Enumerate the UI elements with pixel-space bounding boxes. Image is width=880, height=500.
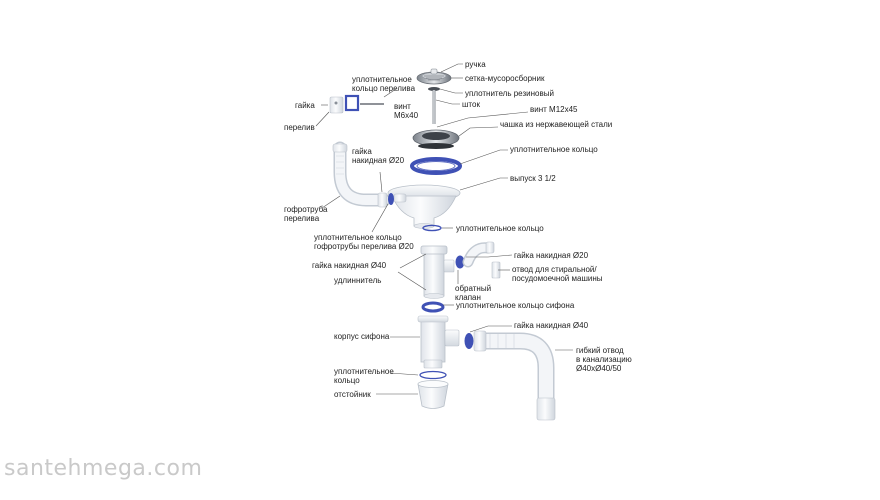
check-valve-part <box>455 255 465 269</box>
overflow-corrugated-pipe-part <box>332 141 391 208</box>
label-siphon-ring: уплотнительное кольцо сифона <box>456 301 575 310</box>
label-steel-cup: чашка из нержавеющей стали <box>500 120 612 129</box>
overflow-nut-part <box>388 193 394 205</box>
flexible-drain-part <box>473 330 556 421</box>
label-bottom-ring-2: кольцо <box>334 376 360 385</box>
label-extender: удлиннитель <box>334 276 381 285</box>
label-nut40-left: гайка накидная Ø40 <box>312 261 387 270</box>
label-flex-1: гибкий отвод <box>576 346 624 355</box>
label-check-valve-1: обратный <box>455 284 491 293</box>
label-handle: ручка <box>465 60 486 69</box>
strainer-basket <box>416 68 452 85</box>
overflow-head-part <box>329 94 384 114</box>
rod-part <box>432 90 436 124</box>
settler-part <box>417 380 449 409</box>
label-corr-pipe-2: перелива <box>284 214 320 223</box>
label-outlet: выпуск 3 1/2 <box>510 174 556 183</box>
label-rubber-seal: уплотнитель резиновый <box>465 89 554 98</box>
label-siphon-body: корпус сифона <box>334 332 390 341</box>
label-check-valve-2: клапан <box>455 293 481 302</box>
label-bottom-ring-1: уплотнительное <box>334 367 394 376</box>
labels: ручка сетка-мусоросборник уплотнитель ре… <box>284 60 632 399</box>
label-nut-overflow: гайка <box>295 101 315 110</box>
bottom-ring-part <box>419 370 447 380</box>
label-screw-m6-1: винт <box>394 102 411 111</box>
siphon-nut-part <box>464 333 474 349</box>
outlet-bowl-part <box>387 184 461 229</box>
label-seal-ring-2: уплотнительное кольцо <box>456 224 544 233</box>
label-settler: отстойник <box>334 390 371 399</box>
label-corr-ring-2: гофротрубы перелива Ø20 <box>314 242 414 251</box>
label-corr-ring-1: уплотнительное кольцо <box>314 233 402 242</box>
steel-cup-part <box>412 129 460 149</box>
label-nut40-right: гайка накидная Ø40 <box>514 321 589 330</box>
label-corr-pipe-1: гофротруба <box>284 205 328 214</box>
label-flex-2: в канализацию <box>576 355 632 364</box>
label-nut20-right: гайка накидная Ø20 <box>514 251 589 260</box>
label-overflow-ring-2: кольцо перелива <box>352 84 416 93</box>
label-screw-m6-2: М6х40 <box>394 111 419 120</box>
label-rod: шток <box>462 100 480 109</box>
seal-ring-top-part <box>410 157 462 175</box>
siphon-body-part <box>417 315 460 369</box>
label-screw-m12: винт М12х45 <box>530 105 578 114</box>
label-machine-branch-2: посудомоечной машины <box>512 274 603 283</box>
label-nut20-top-1: гайка <box>352 147 372 156</box>
extender-tee-part <box>420 245 455 299</box>
label-nut20-top-2: накидная Ø20 <box>352 156 405 165</box>
label-overflow: перелив <box>284 123 315 132</box>
label-machine-branch-1: отвод для стиральной/ <box>512 265 597 274</box>
watermark: santehmega.com <box>4 456 203 481</box>
leader-lines <box>315 63 573 395</box>
label-seal-ring: уплотнительное кольцо <box>510 145 598 154</box>
label-overflow-ring-1: уплотнительное <box>352 75 412 84</box>
siphon-ring-part <box>421 301 445 313</box>
rubber-seal-part <box>428 87 440 91</box>
label-strainer: сетка-мусоросборник <box>465 74 545 83</box>
machine-branch-part <box>462 241 501 279</box>
label-flex-3: Ø40хØ40/50 <box>576 364 622 373</box>
seal-ring-mid-part <box>422 224 442 232</box>
